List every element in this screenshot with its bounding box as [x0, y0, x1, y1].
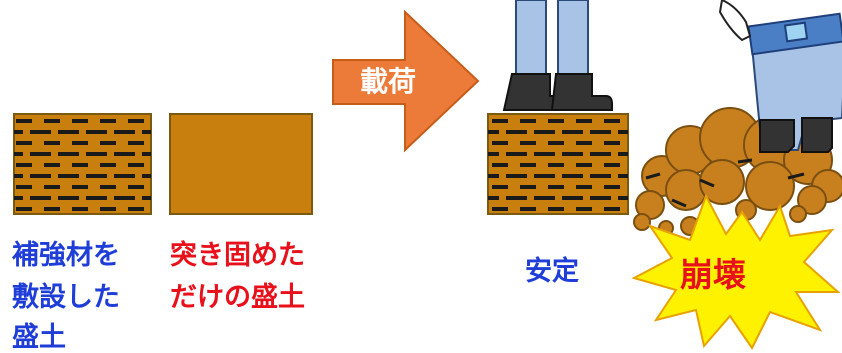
- person-legs-collapse: [718, 0, 842, 153]
- reinforced-label-line-3: 盛土: [12, 322, 66, 353]
- compacted-label-line-2: だけの盛土: [170, 282, 305, 313]
- compacted-soil-block: [169, 113, 313, 215]
- reinforced-soil-block: [13, 113, 152, 215]
- stable-label: 安定: [525, 256, 579, 287]
- collapse-burst: [631, 193, 841, 350]
- compacted-label-line-1: 突き固めた: [170, 240, 305, 271]
- collapse-label: 崩壊: [680, 255, 746, 294]
- loading-arrow-label: 載荷: [360, 65, 417, 98]
- stable-reinforced-block: [487, 113, 629, 215]
- reinforced-label-line-1: 補強材を: [12, 240, 120, 271]
- reinforced-label-line-2: 敷設した: [12, 282, 120, 313]
- loading-arrow: [332, 9, 480, 153]
- person-legs-stable: [502, 0, 613, 111]
- rubble-reinforcement-fragments: [645, 158, 805, 208]
